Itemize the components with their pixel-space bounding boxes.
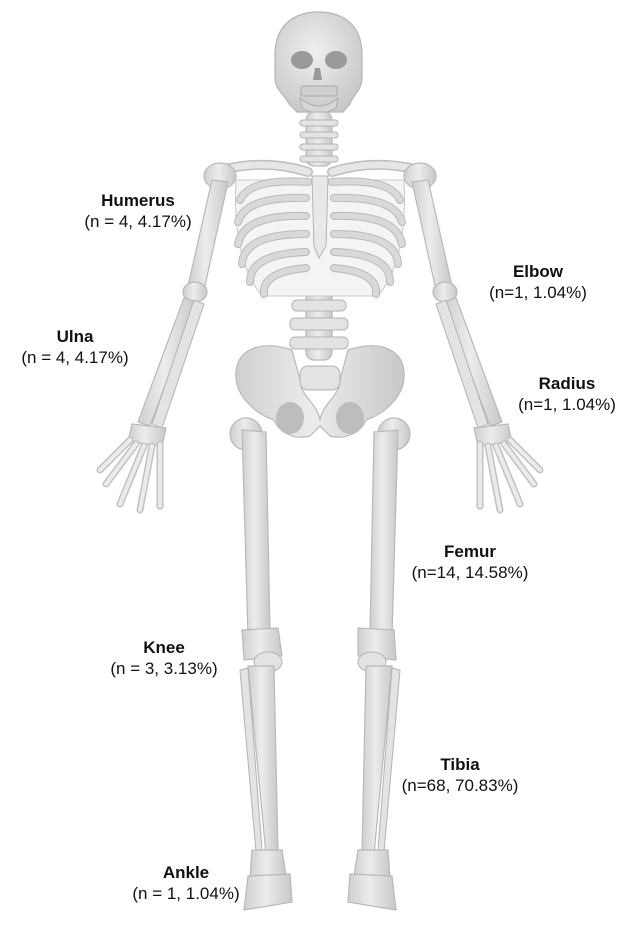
label-radius-stat: (n=1, 1.04%) <box>500 394 634 415</box>
right-arm <box>412 180 540 510</box>
label-radius-name: Radius <box>500 373 634 394</box>
label-knee: Knee (n = 3, 3.13%) <box>84 637 244 679</box>
label-tibia-stat: (n=68, 70.83%) <box>370 775 550 796</box>
right-leg <box>348 418 410 910</box>
label-elbow-name: Elbow <box>448 261 628 282</box>
label-ulna: Ulna (n = 4, 4.17%) <box>0 326 150 368</box>
label-ankle: Ankle (n = 1, 1.04%) <box>106 862 266 904</box>
label-humerus-name: Humerus <box>48 190 228 211</box>
label-ulna-stat: (n = 4, 4.17%) <box>0 347 150 368</box>
label-tibia: Tibia (n=68, 70.83%) <box>370 754 550 796</box>
label-elbow: Elbow (n=1, 1.04%) <box>448 261 628 303</box>
label-knee-name: Knee <box>84 637 244 658</box>
skull <box>275 12 362 113</box>
label-radius: Radius (n=1, 1.04%) <box>500 373 634 415</box>
label-femur: Femur (n=14, 14.58%) <box>380 541 560 583</box>
label-ankle-name: Ankle <box>106 862 266 883</box>
label-humerus-stat: (n = 4, 4.17%) <box>48 211 228 232</box>
label-ulna-name: Ulna <box>0 326 150 347</box>
label-elbow-stat: (n=1, 1.04%) <box>448 282 628 303</box>
label-femur-name: Femur <box>380 541 560 562</box>
label-knee-stat: (n = 3, 3.13%) <box>84 658 244 679</box>
rib-cage <box>236 176 405 296</box>
label-tibia-name: Tibia <box>370 754 550 775</box>
label-humerus: Humerus (n = 4, 4.17%) <box>48 190 228 232</box>
label-femur-stat: (n=14, 14.58%) <box>380 562 560 583</box>
label-ankle-stat: (n = 1, 1.04%) <box>106 883 266 904</box>
